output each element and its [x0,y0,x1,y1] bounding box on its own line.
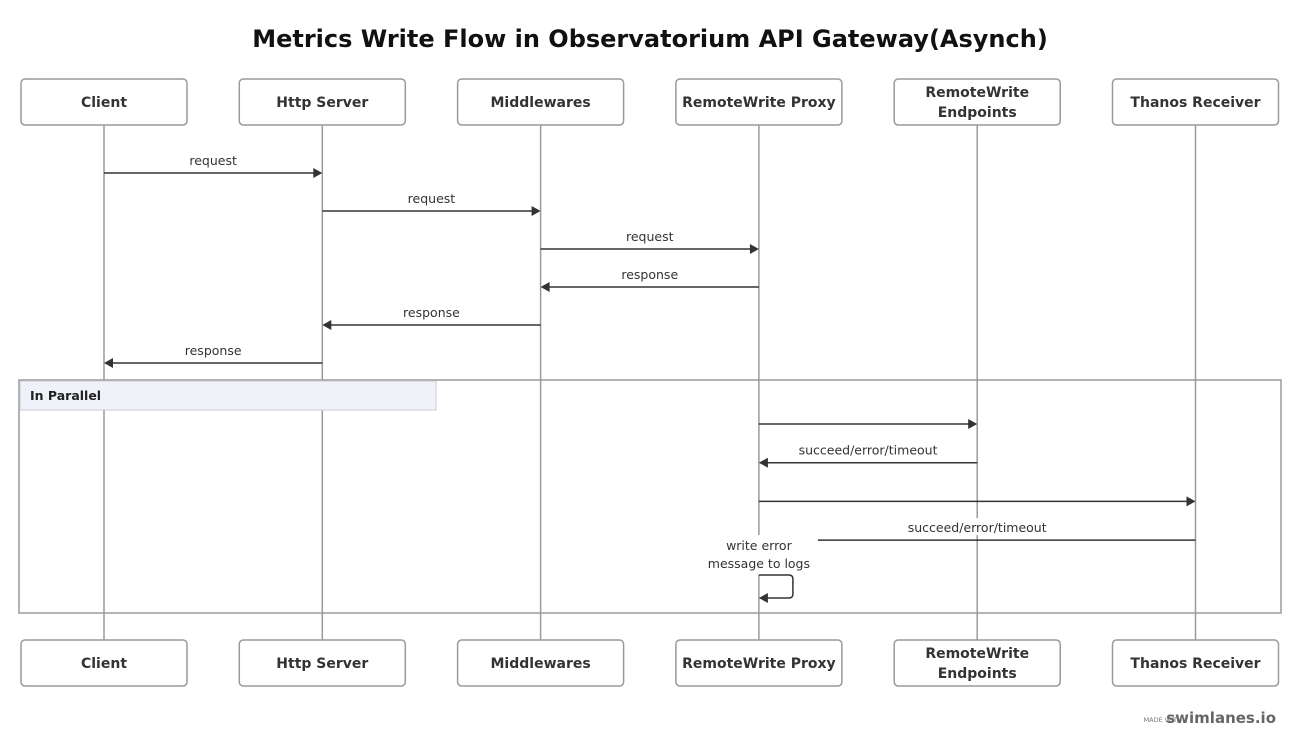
actor-label: RemoteWrite [925,85,1029,101]
message-label: succeed/error/timeout [908,520,1047,535]
arrow-head [531,206,541,216]
message-label-bg [183,151,243,168]
actor-label: Client [81,95,127,111]
actor-bottom-1: Http Server [238,639,407,687]
actor-box [238,639,407,687]
actor-label: RemoteWrite Proxy [682,656,836,672]
message-2: request [540,227,759,254]
actor-top-1: Http Server [238,78,407,126]
actor-top-3: RemoteWrite Proxy [675,78,843,126]
self-loop-line [758,574,794,599]
parallel-group: In Parallel [18,379,1282,614]
actor-label: Thanos Receiver [1130,95,1260,111]
actor-bottom-5: Thanos Receiver [1111,639,1280,687]
arrow-head [104,358,113,368]
actor-top-2: Middlewares [456,78,625,126]
actor-label: RemoteWrite Proxy [682,95,836,111]
actor-box [456,78,625,126]
actor-label: Middlewares [491,656,591,672]
messages: request request request response response res… [104,151,1196,603]
actor-label: Endpoints [938,105,1017,121]
group-message-1: succeed/error/timeout [758,440,978,468]
message-label-bg [788,440,948,458]
actor-label: Endpoints [938,666,1017,682]
arrow-head [749,244,759,254]
actor-box [1111,639,1280,687]
arrow-head [1186,496,1196,507]
message-label: succeed/error/timeout [799,443,938,458]
arrow-head [968,419,978,429]
message-3: response [540,265,759,292]
actor-box [20,78,188,126]
group-tab [19,380,437,411]
actors-top: Client Http Server Middlewares RemoteWrite … [20,78,1280,126]
actor-top-0: Client [20,78,188,126]
message-label: request [408,191,456,206]
actor-top-5: Thanos Receiver [1111,78,1280,126]
brand-prefix: MADE WITH [1144,716,1183,724]
message-5: response [104,341,323,368]
actor-bottom-0: Client [20,639,188,687]
group-message-3: succeed/error/timeout [758,518,1196,546]
actor-box [675,78,843,126]
message-0: request [104,151,323,178]
message-1: request [322,189,541,216]
actor-box [238,78,407,126]
message-label: response [403,305,460,320]
actor-box [893,78,1061,126]
group-label: In Parallel [30,388,101,403]
brand-name: swimlanes.io [1166,709,1276,727]
message-label: response [621,267,678,282]
message-label: response [185,343,242,358]
actor-label: Thanos Receiver [1130,656,1260,672]
actor-label: RemoteWrite [925,646,1029,662]
actor-box [20,639,188,687]
self-message-label: write error [726,538,793,553]
actor-label: Client [81,656,127,672]
actor-label: Http Server [276,656,368,672]
actor-label: Middlewares [491,95,591,111]
message-label-bg [180,341,246,358]
group-self-message: write error message to logs [699,535,818,603]
arrow-head [322,320,332,330]
group-message-2 [758,496,1196,507]
self-message-label: message to logs [708,556,810,571]
made-with-brand: MADE WITH swimlanes.io [1144,709,1276,727]
actor-box [456,639,625,687]
actors-bottom: Client Http Server Middlewares RemoteWrite … [20,639,1280,687]
message-label-bg [402,189,461,206]
arrow-head [540,282,550,292]
message-label-bg [398,303,465,320]
message-4: response [322,303,541,330]
group-frame [18,379,1282,614]
message-label-bg [620,227,679,244]
actor-box [1111,78,1280,126]
actor-box [675,639,843,687]
message-label: request [189,153,237,168]
message-label-bg [616,265,683,282]
actor-bottom-2: Middlewares [456,639,625,687]
self-label-bg [699,535,818,575]
actor-bottom-3: RemoteWrite Proxy [675,639,843,687]
actor-box [893,639,1061,687]
arrow-head [758,457,768,468]
actor-label: Http Server [276,95,368,111]
arrow-head [758,593,768,603]
group-message-0 [758,419,978,429]
arrow-head [313,168,323,178]
message-label: request [626,229,674,244]
message-label-bg [897,518,1057,536]
diagram-title: Metrics Write Flow in Observatorium API … [252,25,1048,53]
